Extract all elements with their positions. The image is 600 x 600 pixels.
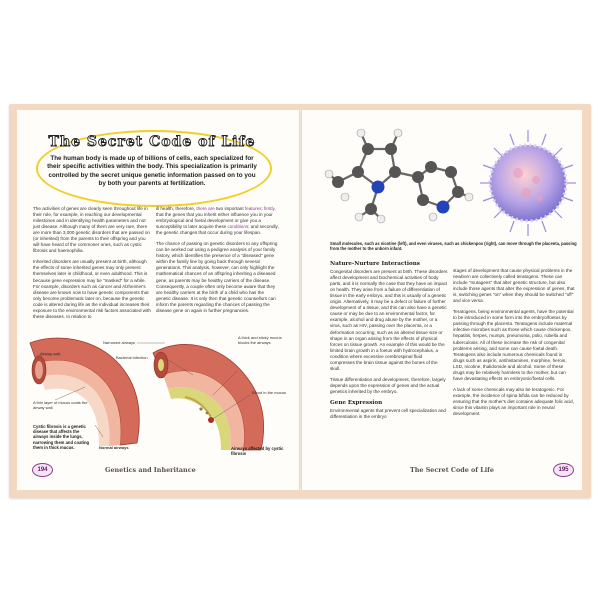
right-col2-paragraph-1: stages of development that cause physica…	[453, 268, 575, 304]
diagram-caption: Cystic fibrosis is a genetic disease tha…	[33, 424, 90, 450]
left-col2-paragraph-1: ill health, therefore, there are two imp…	[156, 206, 279, 236]
label-narrowed-airways: Narrowed airways	[103, 340, 136, 345]
label-blood-in-mucus: Blood in the mucus	[252, 390, 287, 395]
left-col1-paragraph-1: The activities of genes are clearly seen…	[33, 206, 150, 254]
page-title: The Secret Code of Life	[48, 134, 256, 151]
page-number-right: 195	[553, 463, 574, 477]
normal-airway-illustration	[29, 337, 140, 446]
right-col1-paragraph-1: Congenital disorders are present at birt…	[330, 269, 448, 371]
left-column-1: The activities of genes are clearly seen…	[33, 206, 151, 325]
chickenpox-virus-illustration	[480, 130, 576, 236]
right-column-1: Nature-Nurture Interactions Congenital d…	[330, 261, 448, 425]
right-col1-paragraph-3: Environmental agents that prevent cell s…	[330, 408, 446, 420]
right-col1-paragraph-2: Tissue differentiation and development, …	[330, 376, 446, 394]
label-thin-mucus: A thin layer of mucus coats the airway w…	[33, 400, 88, 410]
heading-nature-nurture: Nature-Nurture Interactions	[330, 261, 420, 267]
book-spine	[299, 108, 302, 492]
diagram-leader-lines	[37, 342, 251, 438]
heading-gene-expression: Gene Expression	[330, 399, 383, 406]
label-affected-airways: Airways affected by cystic fibrosis	[231, 446, 284, 457]
molecule-caption: Small molecules, such as nicotine (left)…	[330, 241, 577, 252]
right-col2-paragraph-3: A lack of some chemicals may also be ter…	[453, 386, 574, 417]
left-column-2: ill health, therefore, there are two imp…	[156, 206, 280, 319]
label-bacterial-infection: Bacterial infection	[116, 355, 148, 360]
nicotine-molecule-illustration	[324, 128, 474, 224]
footer-right: The Secret Code of Life	[410, 466, 494, 474]
label-airway-wall: Airway wall	[40, 351, 61, 356]
page-number-left: 194	[32, 463, 53, 477]
left-col1-paragraph-2: Inherited disorders are usually present …	[33, 259, 151, 319]
affected-airway-illustration	[152, 344, 264, 451]
right-column-2: stages of development that cause physica…	[453, 268, 575, 422]
intro-text: The human body is made up of billions of…	[47, 155, 257, 187]
cystic-fibrosis-diagram	[29, 337, 264, 451]
footer-left: Genetics and Inheritance	[105, 466, 196, 474]
label-thick-mucus: A thick and sticky mucus blocks the airw…	[238, 335, 282, 345]
label-normal-airways: Normal airways	[99, 445, 129, 450]
title-oval	[36, 130, 272, 207]
left-col2-paragraph-2: The chance of passing on genetic disorde…	[156, 241, 278, 313]
right-col2-paragraph-2: Teratogens, being environmental agents, …	[453, 309, 574, 381]
